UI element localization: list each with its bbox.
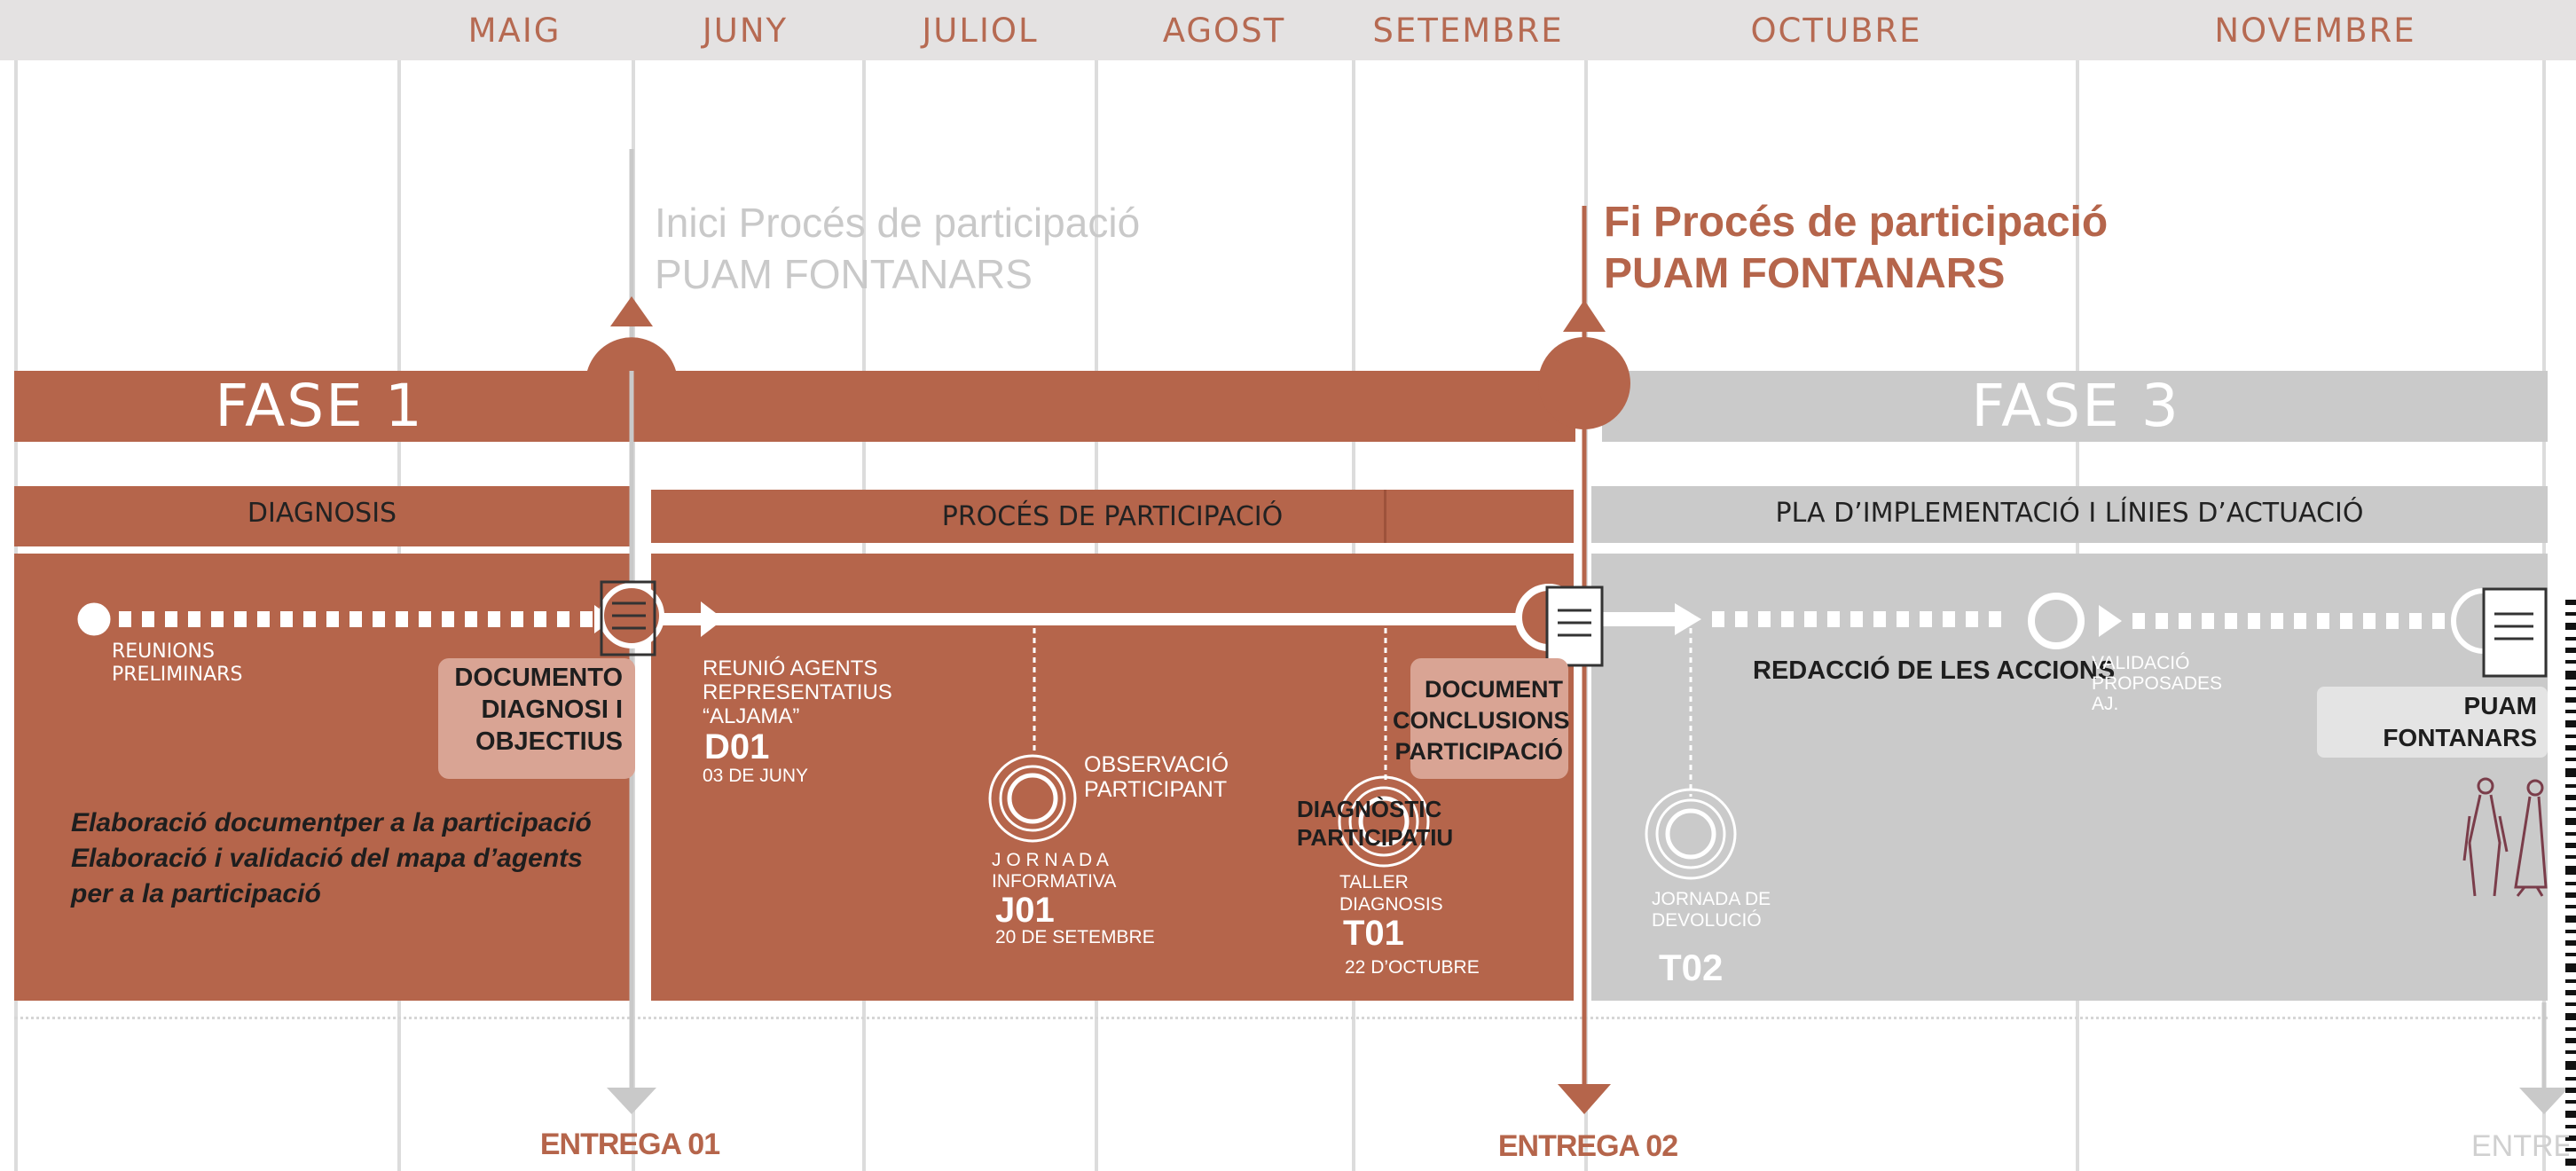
diag-line1: DIAGNÒSTIC xyxy=(1297,796,1442,822)
subphase-pla: PLA D’IMPLEMENTACIÓ I LÍNIES D’ACTUACIÓ xyxy=(1591,486,2548,543)
milestone-inici-label: Inici Procés de participació PUAM FONTAN… xyxy=(655,197,1140,300)
entrega-01: ENTREGA 01 xyxy=(539,1128,720,1161)
month-octubre: OCTUBRE xyxy=(1750,12,1922,50)
jornada-devolucio-label: JORNADA DE DEVOLUCIÓ xyxy=(1652,889,1771,931)
event-code-j01: J01 xyxy=(995,891,1055,930)
taller-line2: DIAGNOSIS xyxy=(1339,894,1443,915)
phase-bar-fase3 xyxy=(1602,371,2548,442)
phase-label-fase1: FASE 1 xyxy=(215,372,424,440)
doc-box-diagnosi xyxy=(438,658,635,779)
taller-diagnosis-label: TALLER DIAGNOSIS xyxy=(1339,871,1443,916)
event-code-d01: D01 xyxy=(704,727,770,766)
valid-line1: VALIDACIÓ xyxy=(2092,653,2190,673)
validacio-label: VALIDACIÓ PROPOSADES AJ. xyxy=(2092,653,2222,714)
doc-conclusions-label: DOCUMENT CONCLUSIONS PARTICIPACIÓ xyxy=(1393,674,1570,767)
event-code-t01: T01 xyxy=(1343,914,1404,953)
event-date-j01: 20 DE SETEMBRE xyxy=(995,927,1155,947)
taller-line1: TALLER xyxy=(1339,872,1409,892)
reunio-line1: REUNIÓ AGENTS xyxy=(703,656,878,680)
reunio-agents-label: REUNIÓ AGENTS REPRESENTATIUS “ALJAMA” xyxy=(703,656,892,728)
jornada-line2: INFORMATIVA xyxy=(992,871,1117,892)
devolucio-line1: JORNADA DE xyxy=(1652,889,1771,909)
valid-line2: PROPOSADES xyxy=(2092,673,2223,694)
fase1-task2: Elaboració i validació del mapa d’agents xyxy=(71,844,583,873)
fase1-tasks: Elaboració documentper a la participació… xyxy=(71,806,592,912)
reunio-line2: REPRESENTATIUS xyxy=(703,680,892,704)
subphase-proces: PROCÉS DE PARTICIPACIÓ xyxy=(651,490,1574,543)
milestone-fi-line2: PUAM FONTANARS xyxy=(1604,250,2006,297)
month-juliol: JULIOL xyxy=(922,12,1039,50)
milestone-fi-line1: Fi Procés de participació xyxy=(1604,199,2109,246)
fase1-task1: Elaboració documentper a la participació xyxy=(71,808,592,837)
entrega-03: ENTRE xyxy=(2471,1129,2569,1163)
milestone-fi-label: Fi Procés de participació PUAM FONTANARS xyxy=(1604,197,2108,300)
doc-box-conclusions xyxy=(1410,658,1568,779)
puam-label: PUAM FONTANARS xyxy=(2324,690,2537,754)
fase1-task3: per a la participació xyxy=(71,879,321,908)
reunions-line1: REUNIONS xyxy=(112,641,215,663)
subphase-diagnosis: DIAGNOSIS xyxy=(14,486,630,546)
observacio-label: OBSERVACIÓ PARTICIPANT xyxy=(1084,752,1229,802)
event-date-d01: 03 DE JUNY xyxy=(703,766,809,786)
doc-diagnosi-line3: OBJECTIUS xyxy=(475,727,623,756)
doc-diagnosi-label: DOCUMENTO DIAGNOSI I OBJECTIUS xyxy=(438,662,623,758)
month-novembre: NOVEMBRE xyxy=(2214,12,2416,50)
puam-line2: FONTANARS xyxy=(2383,724,2537,751)
diagnostic-participatiu-label: DIAGNÒSTIC PARTICIPATIU xyxy=(1297,795,1453,852)
phase-label-fase3: FASE 3 xyxy=(1971,372,2180,440)
milestone-inici-line2: PUAM FONTANARS xyxy=(655,251,1033,297)
entrega-02: ENTREGA 02 xyxy=(1497,1129,1678,1163)
reunions-line2: PRELIMINARS xyxy=(112,664,243,686)
bottom-dotted-line xyxy=(14,1017,2548,1019)
doc-conclusions-line1: DOCUMENT xyxy=(1425,676,1563,703)
redaccio-label: REDACCIÓ DE LES ACCIONS xyxy=(1753,656,2116,685)
puam-line1: PUAM xyxy=(2463,692,2537,719)
obs-line2: PARTICIPANT xyxy=(1084,777,1228,802)
doc-conclusions-line2: CONCLUSIONS xyxy=(1393,707,1570,734)
doc-diagnosi-line1: DOCUMENTO xyxy=(454,664,623,692)
diag-line2: PARTICIPATIU xyxy=(1297,824,1454,851)
phase-bar-fase1-2 xyxy=(14,371,1575,442)
reunions-preliminars-label: REUNIONS PRELIMINARS xyxy=(112,641,242,687)
jornada-line1: J O R N A D A xyxy=(992,850,1109,870)
month-agost: AGOST xyxy=(1162,12,1286,50)
month-maig: MAIG xyxy=(467,12,562,50)
milestone-inici-line1: Inici Procés de participació xyxy=(655,200,1141,246)
month-juny: JUNY xyxy=(702,12,789,50)
obs-line1: OBSERVACIÓ xyxy=(1084,752,1229,777)
devolucio-line2: DEVOLUCIÓ xyxy=(1652,910,1762,931)
puam-box xyxy=(2317,687,2548,758)
subphase-divider xyxy=(1384,490,1386,543)
event-code-t02: T02 xyxy=(1659,947,1724,988)
jornada-informativa-label: J O R N A D A INFORMATIVA xyxy=(992,850,1116,892)
month-setembre: SETEMBRE xyxy=(1372,12,1564,50)
doc-diagnosi-line2: DIAGNOSI I xyxy=(481,696,623,724)
timeline-header xyxy=(0,0,2576,60)
event-date-t01: 22 D’OCTUBRE xyxy=(1345,957,1480,978)
reunio-line3: “ALJAMA” xyxy=(703,704,800,728)
doc-conclusions-line3: PARTICIPACIÓ xyxy=(1394,738,1563,765)
valid-line3: AJ. xyxy=(2092,694,2119,714)
